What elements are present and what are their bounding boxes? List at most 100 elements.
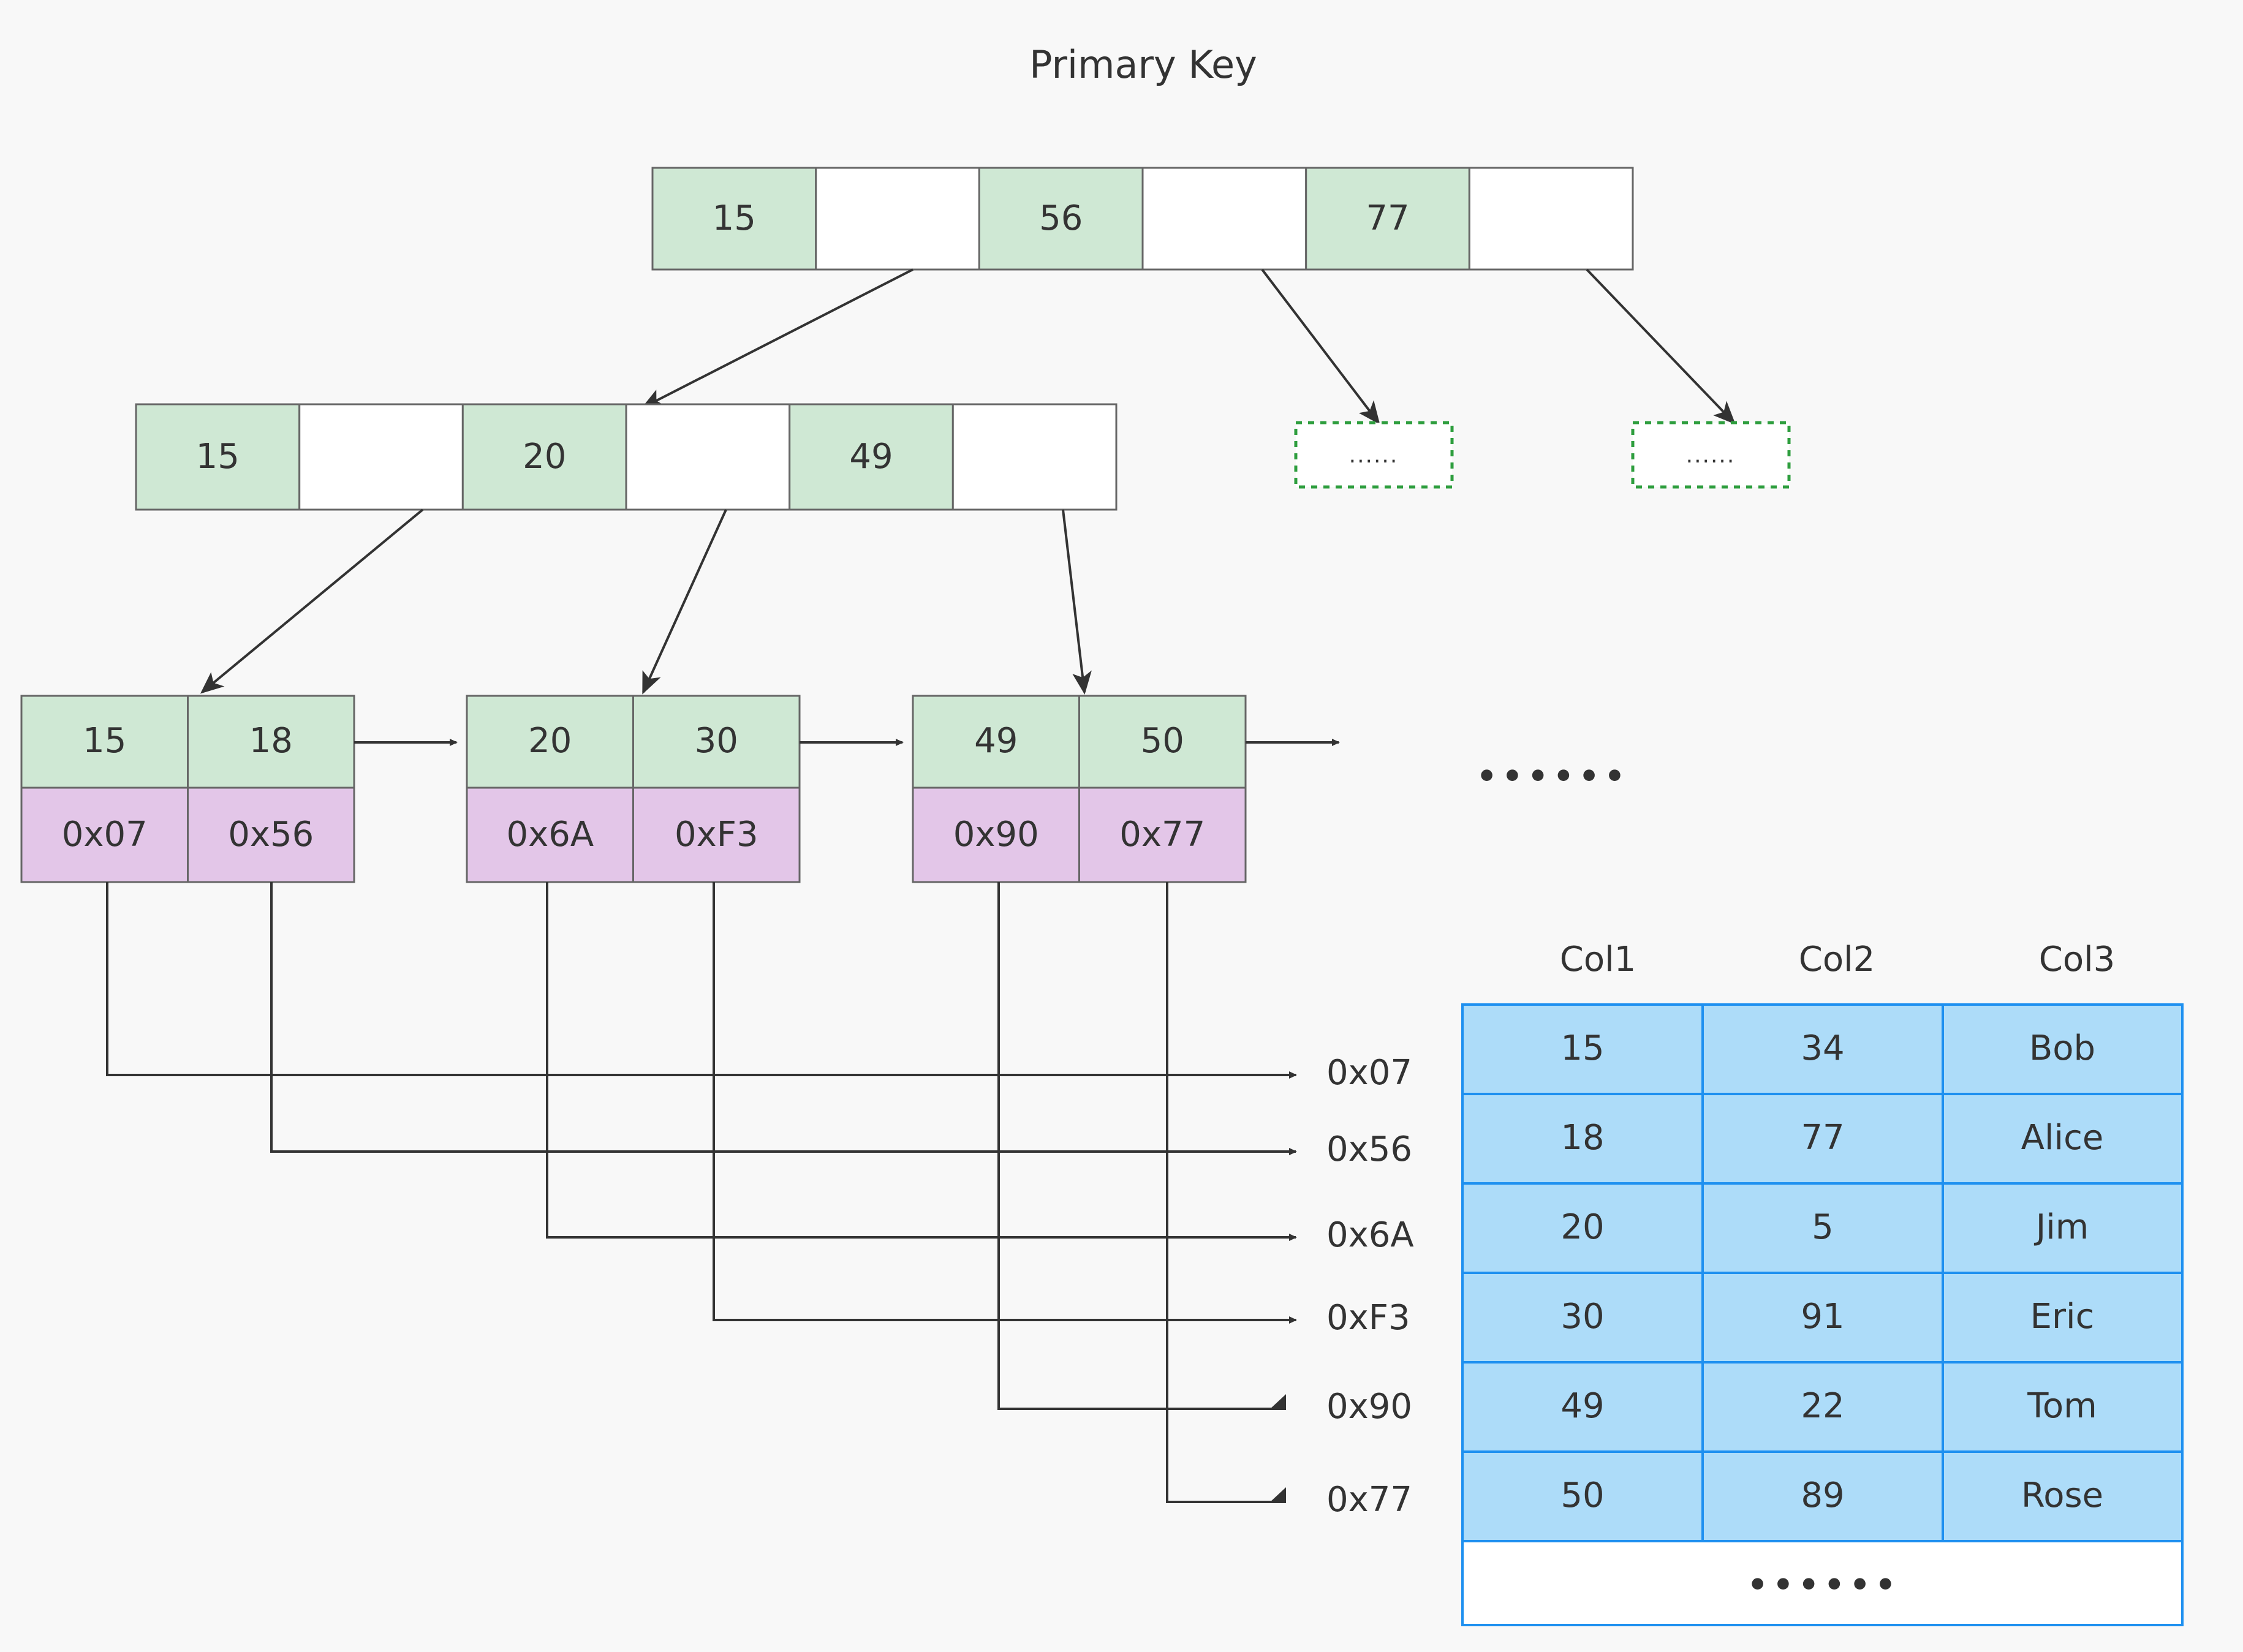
pointer-link-0x56 <box>270 882 1297 1155</box>
root-cell-pointer-2 <box>1468 167 1634 271</box>
table-cell-text: Bob <box>2029 1028 2095 1068</box>
leaf-1-key-cell-1 <box>632 695 801 789</box>
table-cell-text: 49 <box>1560 1386 1604 1426</box>
leaf-1-key-0: 20 <box>528 721 572 761</box>
root-key-0: 15 <box>713 198 756 238</box>
internal-cell-pointer-1 <box>625 403 791 511</box>
data-table: 15 34 Bob 18 77 Alice 20 5 Jim <box>1461 1003 2184 1626</box>
table-cell-text: 22 <box>1801 1386 1844 1426</box>
leaf-2-key-1: 50 <box>1141 721 1184 761</box>
leaf-2-key-0: 49 <box>974 721 1018 761</box>
table-cell <box>1701 1182 1944 1274</box>
table-cell-text: Eric <box>2030 1297 2095 1337</box>
leaf-0-key-1: 18 <box>249 721 293 761</box>
internal-key-2: 49 <box>849 437 893 477</box>
table-cell-text: 34 <box>1801 1028 1844 1068</box>
page-title: Primary Key <box>1029 42 1257 87</box>
leaf-1-ptr-0: 0x6A <box>506 815 594 854</box>
address-label-3: 0xF3 <box>1326 1298 1410 1338</box>
table-cell-text: 77 <box>1801 1118 1844 1158</box>
root-node: 15 56 77 <box>651 167 1634 271</box>
table-row: 30 91 Eric <box>1461 1272 2184 1363</box>
table-cell <box>1942 1361 2184 1453</box>
internal-cell-pointer-0 <box>298 403 464 511</box>
placeholder-node-2: ...... <box>1631 421 1791 489</box>
edge-root-to-placeholder-2 <box>1586 268 1736 424</box>
leaf-chain-ellipsis: •••••• <box>1475 755 1629 800</box>
internal-cell-key-1 <box>461 403 627 511</box>
table-cell <box>1942 1272 2184 1363</box>
table-cell <box>1942 1093 2184 1185</box>
root-key-1: 56 <box>1039 198 1083 238</box>
internal-node: 15 20 49 <box>135 403 1118 511</box>
table-cell-text: Alice <box>2021 1118 2104 1158</box>
leaf-1-ptr-cell-1 <box>632 786 801 883</box>
leaf-0-ptr-0: 0x07 <box>62 815 148 854</box>
root-cell-pointer-0 <box>815 167 980 271</box>
internal-cell-pointer-2 <box>951 403 1118 511</box>
pointer-link-0x07 <box>106 882 1297 1079</box>
table-cell-text: Jim <box>2034 1207 2089 1247</box>
root-cell-key-1 <box>978 167 1144 271</box>
root-cell-key-0 <box>651 167 817 271</box>
address-label-0: 0x07 <box>1326 1053 1412 1093</box>
table-cell <box>1701 1003 1944 1095</box>
table-header-col2: Col2 <box>1799 940 1875 979</box>
pointer-link-0x90 <box>997 882 1286 1410</box>
table-cell <box>1461 1093 1704 1185</box>
table-cell <box>1701 1450 1944 1542</box>
leaf-2-ptr-cell-0 <box>912 786 1080 883</box>
table-row: 15 34 Bob <box>1461 1003 2184 1095</box>
table-row: 20 5 Jim <box>1461 1182 2184 1274</box>
table-footer-ellipsis: •••••• <box>1746 1563 1900 1609</box>
table-header-col1: Col1 <box>1560 940 1636 979</box>
placeholder-node-1: ...... <box>1294 421 1454 489</box>
placeholder-label-2: ...... <box>1686 443 1736 468</box>
table-cell-text: 30 <box>1560 1297 1604 1337</box>
table-cell-text: Rose <box>2021 1476 2103 1515</box>
pointer-link-0x77 <box>1166 882 1286 1503</box>
table-cell-text: 15 <box>1560 1028 1604 1068</box>
table-cell-text: 20 <box>1560 1207 1604 1247</box>
leaf-0-ptr-cell-1 <box>187 786 355 883</box>
table-cell <box>1461 1182 1704 1274</box>
internal-cell-key-2 <box>789 403 954 511</box>
pointer-link-0xF3 <box>713 882 1297 1324</box>
root-key-2: 77 <box>1366 198 1409 238</box>
table-cell <box>1942 1003 2184 1095</box>
table-footer-cell <box>1461 1540 2184 1626</box>
table-cell <box>1942 1182 2184 1274</box>
table-cell-text: 5 <box>1812 1207 1834 1247</box>
placeholder-box-2 <box>1631 421 1791 489</box>
table-cell-text: 18 <box>1560 1118 1604 1158</box>
address-label-1: 0x56 <box>1326 1130 1412 1169</box>
address-label-4: 0x90 <box>1326 1387 1412 1427</box>
internal-cell-key-0 <box>135 403 301 511</box>
root-cell-pointer-1 <box>1141 167 1307 271</box>
leaf-0-key-cell-1 <box>187 695 355 789</box>
leaf-0-ptr-1: 0x56 <box>228 815 314 854</box>
leaf-0-key-0: 15 <box>83 721 126 761</box>
leaf-1-ptr-1: 0xF3 <box>675 815 758 854</box>
edge-internal-to-leaf-0 <box>200 508 424 694</box>
leaf-1-key-1: 30 <box>695 721 738 761</box>
placeholder-box-1 <box>1294 421 1454 489</box>
table-cell <box>1701 1093 1944 1185</box>
pointer-link-0x6A <box>546 882 1297 1241</box>
leaf-2-key-cell-1 <box>1078 695 1247 789</box>
leaf-node-1: 20 30 0x6A 0xF3 <box>466 695 801 883</box>
table-cell <box>1701 1361 1944 1453</box>
table-footer-row: •••••• <box>1461 1540 2184 1626</box>
edge-root-to-internal <box>641 268 913 409</box>
table-row: 18 77 Alice <box>1461 1093 2184 1185</box>
leaf-2-key-cell-0 <box>912 695 1080 789</box>
table-cell-text: 50 <box>1560 1476 1604 1515</box>
table-cell-text: Tom <box>2027 1386 2097 1426</box>
table-row: 49 22 Tom <box>1461 1361 2184 1453</box>
internal-key-0: 15 <box>196 437 240 477</box>
table-header-col3: Col3 <box>2039 940 2116 979</box>
leaf-2-ptr-cell-1 <box>1078 786 1247 883</box>
leaf-2-ptr-0: 0x90 <box>953 815 1039 854</box>
address-label-2: 0x6A <box>1326 1215 1414 1255</box>
